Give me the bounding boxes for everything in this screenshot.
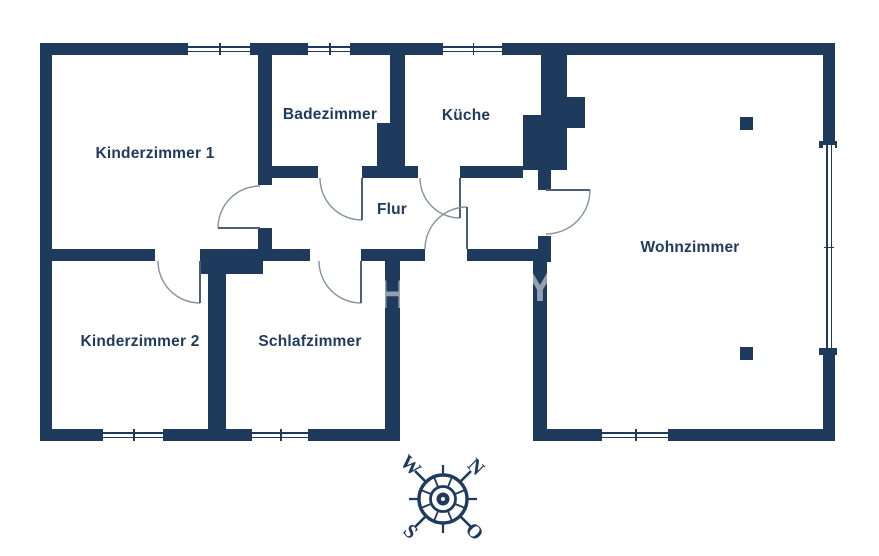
wall-outer-bottom — [308, 429, 400, 441]
wall-kueche-south — [460, 166, 523, 178]
window-badezimmer — [308, 43, 350, 55]
window-wohnzimmer-east — [823, 145, 835, 348]
window-kinderzimmer1 — [188, 43, 250, 55]
watermark-letter-h: H — [385, 273, 400, 317]
window-kueche — [443, 43, 502, 55]
door-arc-wohnzimmer — [545, 189, 591, 235]
wall-junction-block — [200, 249, 263, 274]
wall-kueche-south — [405, 166, 418, 178]
window-wohnzimmer-south — [602, 429, 668, 441]
window-cap — [819, 348, 837, 355]
chimney-block-kueche — [523, 115, 567, 170]
wall-outer-right — [823, 348, 835, 441]
wall-bad-south — [362, 166, 405, 178]
window-tick — [133, 429, 135, 441]
wall-outer-bottom — [533, 429, 602, 441]
wall-outer-top — [40, 43, 188, 55]
wall-bad-south — [258, 166, 318, 178]
wall-kueche-wohnzimmer — [541, 55, 567, 115]
compass-outer-ring — [417, 473, 469, 525]
window-kinderzimmer2 — [103, 429, 163, 441]
door-arc-schlafzimmer — [318, 260, 362, 304]
compass-inner-ring — [429, 485, 457, 513]
watermark-letter-y: Y — [533, 266, 547, 310]
wall-outer-bottom — [163, 429, 252, 441]
compass-rose: N O S W — [395, 451, 489, 545]
wall-bad-kueche-divider — [390, 55, 405, 123]
room-label-flur: Flur — [376, 201, 408, 218]
chimney-block — [377, 123, 405, 166]
door-arc-kinderzimmer2 — [157, 260, 201, 304]
compass-label-south: S — [399, 520, 422, 543]
chimney-step-right — [567, 97, 585, 128]
room-label-kinderzimmer1: Kinderzimmer 1 — [95, 145, 215, 162]
compass-label-north: N — [463, 454, 489, 480]
window-tick — [472, 43, 474, 55]
wall-kz1-bad-divider — [258, 55, 272, 185]
room-label-kueche: Küche — [441, 107, 491, 124]
wall-flur-south — [361, 249, 425, 261]
compass-hub — [436, 492, 450, 506]
wall-outer-bottom — [668, 429, 835, 441]
window-tick — [280, 429, 282, 441]
wall-outer-bottom — [40, 429, 103, 441]
wall-outer-top — [350, 43, 443, 55]
window-tick — [219, 43, 221, 55]
wall-outer-top — [250, 43, 308, 55]
wall-outer-right — [823, 43, 835, 145]
column-wohnzimmer-top — [740, 117, 753, 130]
window-cap — [819, 141, 837, 148]
wall-schlafzimmer-right: H — [385, 261, 400, 429]
room-label-kinderzimmer2: Kinderzimmer 2 — [80, 333, 200, 350]
wall-flur-south — [263, 249, 310, 261]
room-label-wohnzimmer: Wohnzimmer — [640, 239, 740, 256]
door-arc-kinderzimmer1 — [217, 185, 261, 229]
wall-wohnzimmer-left: Y — [533, 250, 547, 441]
room-label-badezimmer: Badezimmer — [282, 106, 378, 123]
wall-outer-top — [502, 43, 835, 55]
compass-label-west: W — [395, 451, 425, 481]
room-label-schlafzimmer: Schlafzimmer — [258, 333, 362, 350]
wall-kz1-flur-stub — [258, 228, 272, 249]
door-arc-entrance — [424, 206, 468, 250]
door-arc-kueche — [419, 177, 461, 219]
window-tick — [824, 246, 834, 248]
compass-label-east: O — [461, 518, 488, 545]
wall-outer-left — [40, 43, 52, 441]
wall-flur-south — [467, 249, 538, 261]
window-tick — [635, 429, 637, 441]
column-wohnzimmer-bottom — [740, 347, 753, 360]
door-arc-badezimmer — [319, 177, 363, 221]
wall-kz2-schlaf-divider — [208, 274, 226, 429]
wall-wohnzimmer-door-stub — [538, 170, 551, 190]
window-schlafzimmer — [252, 429, 308, 441]
window-tick — [329, 43, 331, 55]
wall-kz1-south — [40, 249, 155, 261]
